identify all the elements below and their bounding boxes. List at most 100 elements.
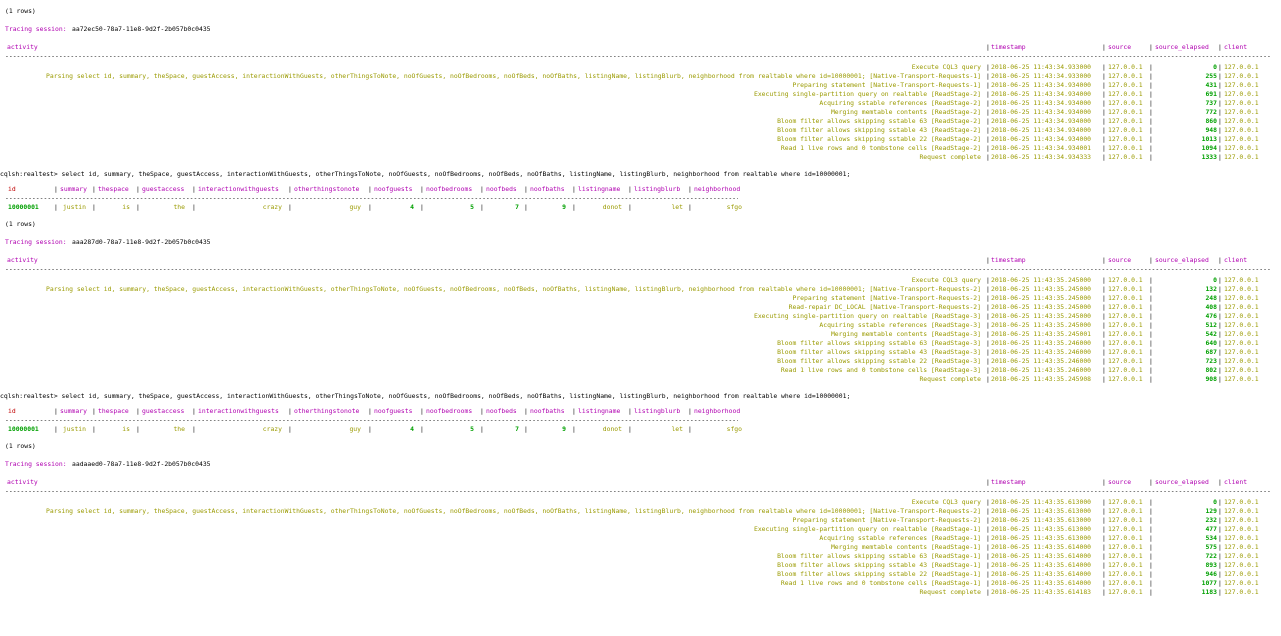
- result-header: id: [8, 185, 16, 193]
- trace-source-elapsed: 1077: [1201, 579, 1217, 587]
- trace-timestamp: 2018-06-25 11:43:35.246000: [991, 366, 1092, 374]
- row-count-text: (1 rows): [5, 220, 36, 228]
- divider: |: [368, 185, 372, 193]
- result-header: otherthingstonote: [294, 407, 360, 415]
- trace-source-elapsed: 1183: [1201, 588, 1217, 596]
- tracing-label: Tracing session:: [5, 460, 67, 468]
- trace-source-elapsed: 0: [1213, 63, 1217, 71]
- trace-activity: Preparing statement [Native-Transport-Re…: [792, 294, 981, 302]
- trace-separator: ----------------------------------------…: [5, 487, 1270, 495]
- trace-source-elapsed: 948: [1205, 126, 1217, 134]
- result-header: noofbaths: [530, 185, 565, 193]
- trace-client: 127.0.0.1: [1224, 312, 1259, 320]
- header-source: source: [1108, 478, 1132, 486]
- divider: |: [1149, 579, 1153, 587]
- header-activity: activity: [7, 256, 38, 264]
- trace-client: 127.0.0.1: [1224, 294, 1259, 302]
- trace-source-elapsed: 772: [1205, 108, 1217, 116]
- divider: |: [1149, 256, 1153, 264]
- result-cell: sfgo: [726, 425, 742, 433]
- divider: |: [1102, 525, 1106, 533]
- trace-source-elapsed: 802: [1205, 366, 1217, 374]
- trace-source: 127.0.0.1: [1108, 330, 1143, 338]
- divider: |: [986, 525, 990, 533]
- divider: |: [54, 407, 58, 415]
- divider: |: [986, 552, 990, 560]
- result-header-row: id|summary|thespace|guestaccess|interact…: [5, 185, 1276, 194]
- divider: |: [1218, 543, 1222, 551]
- divider: |: [1102, 552, 1106, 560]
- trace-timestamp: 2018-06-25 11:43:35.245001: [991, 330, 1092, 338]
- trace-row: Request complete|2018-06-25 11:43:35.245…: [5, 375, 1276, 384]
- trace-source-elapsed: 512: [1205, 321, 1217, 329]
- divider: |: [1102, 339, 1106, 347]
- result-separator: ----------------------------------------…: [5, 194, 738, 202]
- trace-source-elapsed: 534: [1205, 534, 1217, 542]
- trace-source: 127.0.0.1: [1108, 543, 1143, 551]
- cql-prompt: cqlsh:realtest> select id, summary, theS…: [0, 170, 1271, 179]
- trace-source: 127.0.0.1: [1108, 561, 1143, 569]
- result-cell: 7: [515, 203, 519, 211]
- trace-source-elapsed: 575: [1205, 543, 1217, 551]
- header-activity: activity: [7, 478, 38, 486]
- tracing-session-line: Tracing session:aaa287d0-78a7-11e8-9d2f-…: [5, 238, 1276, 247]
- result-header: summary: [60, 407, 87, 415]
- trace-activity: Read 1 live rows and 0 tombstone cells […: [780, 366, 981, 374]
- divider: |: [986, 579, 990, 587]
- trace-client: 127.0.0.1: [1224, 321, 1259, 329]
- trace-row: Execute CQL3 query|2018-06-25 11:43:35.6…: [5, 498, 1276, 507]
- result-header: noofbeds: [486, 407, 517, 415]
- result-cell: crazy: [262, 203, 282, 211]
- result-header: listingblurb: [634, 407, 681, 415]
- trace-source-elapsed: 723: [1205, 357, 1217, 365]
- trace-activity: Merging memtable contents [ReadStage-3]: [830, 330, 981, 338]
- divider: |: [986, 375, 990, 383]
- trace-row: Read 1 live rows and 0 tombstone cells […: [5, 366, 1276, 375]
- trace-separator: ----------------------------------------…: [5, 52, 1270, 60]
- divider: |: [1102, 81, 1106, 89]
- divider: |: [524, 407, 528, 415]
- divider: |: [1102, 153, 1106, 161]
- divider: |: [1149, 357, 1153, 365]
- divider: |: [1149, 99, 1153, 107]
- result-header: id: [8, 407, 16, 415]
- divider: |: [1149, 72, 1153, 80]
- trace-timestamp: 2018-06-25 11:43:34.934000: [991, 99, 1092, 107]
- trace-activity: Execute CQL3 query: [911, 276, 981, 284]
- tracing-session-id: aaa287d0-78a7-11e8-9d2f-2b057b0c0435: [72, 238, 211, 246]
- result-cell: 5: [470, 425, 474, 433]
- divider: |: [986, 72, 990, 80]
- divider: |: [1218, 330, 1222, 338]
- header-source: source: [1108, 43, 1132, 51]
- trace-timestamp: 2018-06-25 11:43:35.614000: [991, 552, 1092, 560]
- divider: |: [368, 203, 372, 211]
- trace-activity: Executing single-partition query on real…: [753, 525, 981, 533]
- divider: |: [1102, 348, 1106, 356]
- trace-source-elapsed: 860: [1205, 117, 1217, 125]
- trace-source-elapsed: 1013: [1201, 135, 1217, 143]
- divider: |: [1149, 348, 1153, 356]
- divider: |: [628, 185, 632, 193]
- trace-source: 127.0.0.1: [1108, 366, 1143, 374]
- divider: |: [1218, 81, 1222, 89]
- trace-source: 127.0.0.1: [1108, 339, 1143, 347]
- divider: |: [92, 425, 96, 433]
- divider: |: [1218, 153, 1222, 161]
- trace-client: 127.0.0.1: [1224, 144, 1259, 152]
- divider: |: [986, 498, 990, 506]
- trace-timestamp: 2018-06-25 11:43:35.613000: [991, 516, 1092, 524]
- trace-source-elapsed: 132: [1205, 285, 1217, 293]
- divider: |: [1218, 276, 1222, 284]
- divider: |: [1218, 375, 1222, 383]
- trace-row: Executing single-partition query on real…: [5, 525, 1276, 534]
- divider: |: [1218, 126, 1222, 134]
- divider: |: [1218, 579, 1222, 587]
- trace-source: 127.0.0.1: [1108, 525, 1143, 533]
- result-header: noofguests: [374, 185, 413, 193]
- divider: |: [986, 135, 990, 143]
- result-cell: 5: [470, 203, 474, 211]
- result-header: neighborhood: [694, 407, 741, 415]
- trace-source-elapsed: 640: [1205, 339, 1217, 347]
- trace-source: 127.0.0.1: [1108, 81, 1143, 89]
